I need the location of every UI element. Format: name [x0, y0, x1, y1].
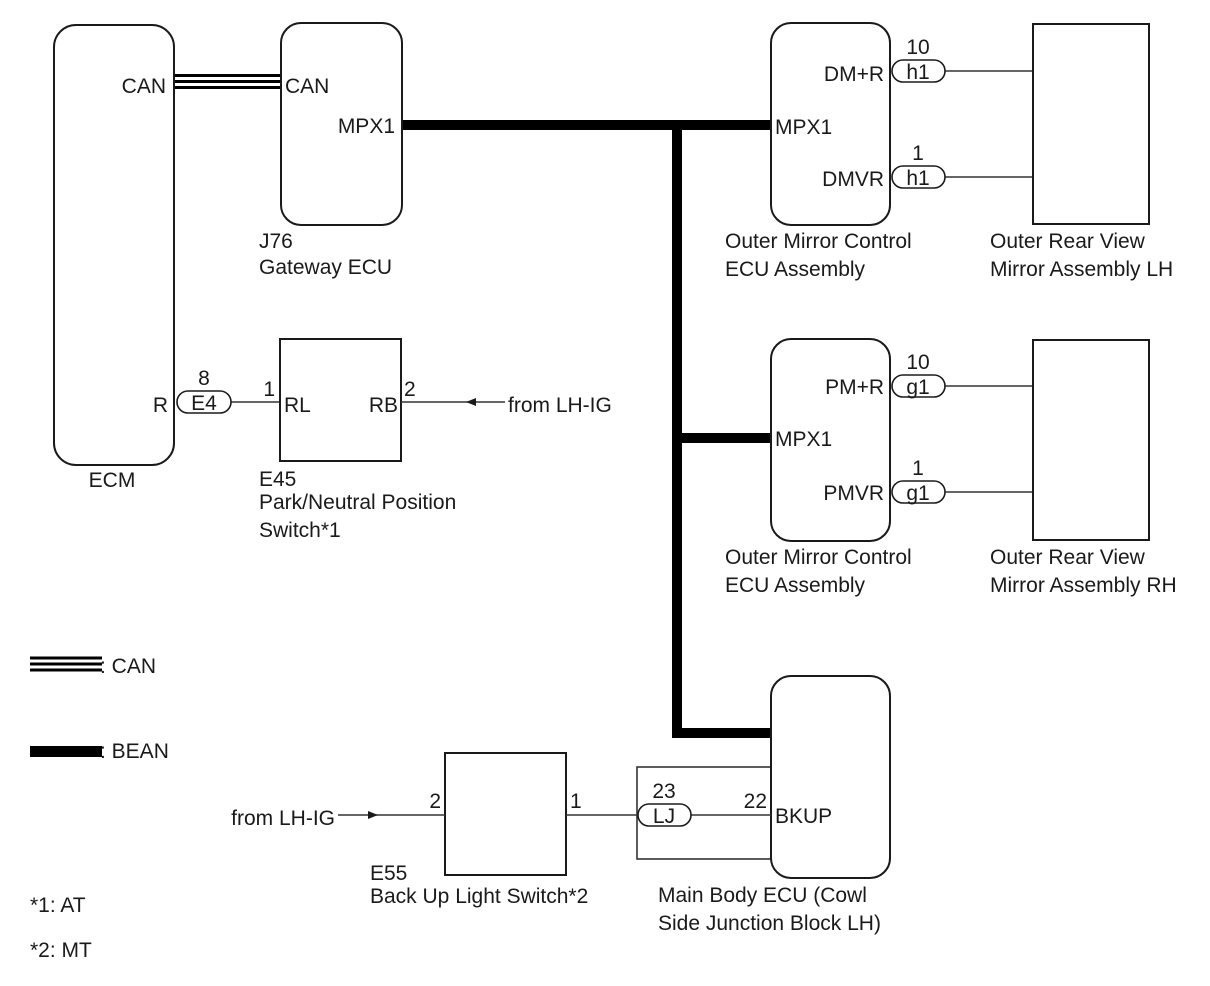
connector-g1-a-pin: 10 [906, 351, 929, 374]
connector-e4-label: E4 [191, 392, 217, 415]
mirror-ecu-lh-pin-mpx: MPX1 [775, 116, 832, 139]
mirror-ecu-rh-pin-mpx: MPX1 [775, 428, 832, 451]
connector-lj[interactable]: LJ 23 [637, 780, 692, 828]
mirror-ecu-rh-pin-a: PM+R [825, 376, 884, 399]
main-body-ecu-label-line1: Main Body ECU (Cowl [658, 884, 867, 907]
pnp-label-line1: Park/Neutral Position [259, 491, 456, 514]
can-bus-line [174, 74, 282, 89]
backup-switch-block[interactable]: 2 1 E55 Back Up Light Switch*2 [370, 752, 588, 908]
pnp-switch-block[interactable]: 1 RL RB 2 E45 Park/Neutral Position Swit… [259, 338, 456, 542]
ecm-pin-can: CAN [122, 75, 166, 98]
mirror-lh-label-line1: Outer Rear View [990, 230, 1146, 253]
connector-h1-b[interactable]: h1 1 [891, 142, 946, 190]
backup-source-label: from LH-IG [231, 807, 335, 830]
pnp-pin1-num: 1 [263, 378, 275, 401]
legend-bean-label: : BEAN [100, 740, 169, 763]
mirror-lh-block[interactable]: Outer Rear View Mirror Assembly LH [990, 23, 1173, 281]
mirror-ecu-lh-pin-a: DM+R [824, 63, 884, 86]
mirror-ecu-lh-pin-b: DMVR [822, 168, 884, 191]
mirror-rh-label-line1: Outer Rear View [990, 546, 1146, 569]
ecm-label: ECM [89, 469, 136, 492]
legend-bean: : BEAN [30, 740, 169, 763]
arrow-icon [466, 398, 476, 406]
backup-source-wire: from LH-IG [231, 807, 445, 830]
gateway-pin-can: CAN [285, 75, 329, 98]
connector-lj-label: LJ [653, 805, 675, 828]
pnp-source-wire: from LH-IG [401, 394, 612, 417]
mirror-ecu-lh-label-line2: ECU Assembly [725, 258, 866, 281]
mirror-ecu-lh-block[interactable]: MPX1 DM+R DMVR Outer Mirror Control ECU … [725, 22, 912, 281]
backup-switch-pin1-num: 1 [570, 790, 582, 813]
connector-g1-b[interactable]: g1 1 [891, 457, 946, 505]
note-1: *1: AT [30, 894, 86, 917]
ecm-block[interactable]: CAN R ECM [53, 24, 175, 492]
mirror-lh-label-line2: Mirror Assembly LH [990, 258, 1173, 281]
connector-g1-a-label: g1 [906, 376, 929, 399]
pnp-source-label: from LH-IG [508, 394, 612, 417]
main-body-ecu-pin: BKUP [775, 805, 832, 828]
gateway-ecu-block[interactable]: CAN MPX1 J76 Gateway ECU [259, 22, 403, 279]
connector-g1-b-label: g1 [906, 482, 929, 505]
backup-switch-pin2-num: 2 [429, 790, 441, 813]
gateway-pin-mpx: MPX1 [338, 115, 395, 138]
pnp-pin2-num: 2 [404, 378, 416, 401]
mirror-ecu-rh-label-line1: Outer Mirror Control [725, 546, 912, 569]
bean-bus-line [401, 120, 772, 738]
mirror-ecu-lh-label-line1: Outer Mirror Control [725, 230, 912, 253]
connector-e4[interactable]: E4 8 [176, 367, 232, 415]
note-2: *2: MT [30, 939, 92, 962]
legend-can-label: : CAN [100, 655, 156, 678]
arrow-icon [368, 811, 378, 819]
backup-switch-label: Back Up Light Switch*2 [370, 885, 588, 908]
bean-line-icon [30, 746, 102, 757]
mirror-ecu-rh-pin-b: PMVR [823, 482, 884, 505]
pnp-code: E45 [259, 468, 296, 491]
backup-switch-code: E55 [370, 862, 407, 885]
connector-h1-b-label: h1 [906, 167, 929, 190]
connector-g1-a[interactable]: g1 10 [891, 351, 946, 399]
pnp-label-line2: Switch*1 [259, 519, 341, 542]
mirror-rh-label-line2: Mirror Assembly RH [990, 574, 1177, 597]
connector-g1-b-pin: 1 [912, 457, 924, 480]
mirror-ecu-rh-label-line2: ECU Assembly [725, 574, 866, 597]
connector-lj-pin: 23 [652, 780, 675, 803]
connector-e4-pin: 8 [198, 367, 210, 390]
pnp-pin-rb: RB [369, 394, 398, 417]
main-body-ecu-pin-num: 22 [744, 790, 767, 813]
connector-h1-a-pin: 10 [906, 36, 929, 59]
mirror-ecu-rh-block[interactable]: MPX1 PM+R PMVR Outer Mirror Control ECU … [725, 338, 912, 597]
mirror-rh-block[interactable]: Outer Rear View Mirror Assembly RH [990, 339, 1177, 597]
gateway-code: J76 [259, 230, 293, 253]
ecm-pin-r: R [153, 394, 168, 417]
main-body-ecu-block[interactable]: BKUP 22 Main Body ECU (Cowl Side Junctio… [658, 675, 891, 935]
connector-h1-a-label: h1 [906, 61, 929, 84]
gateway-label: Gateway ECU [259, 256, 392, 279]
pnp-pin-rl: RL [284, 394, 311, 417]
connector-h1-a[interactable]: h1 10 [891, 36, 946, 84]
connector-h1-b-pin: 1 [912, 142, 924, 165]
main-body-ecu-label-line2: Side Junction Block LH) [658, 912, 881, 935]
legend-can: : CAN [30, 655, 156, 678]
